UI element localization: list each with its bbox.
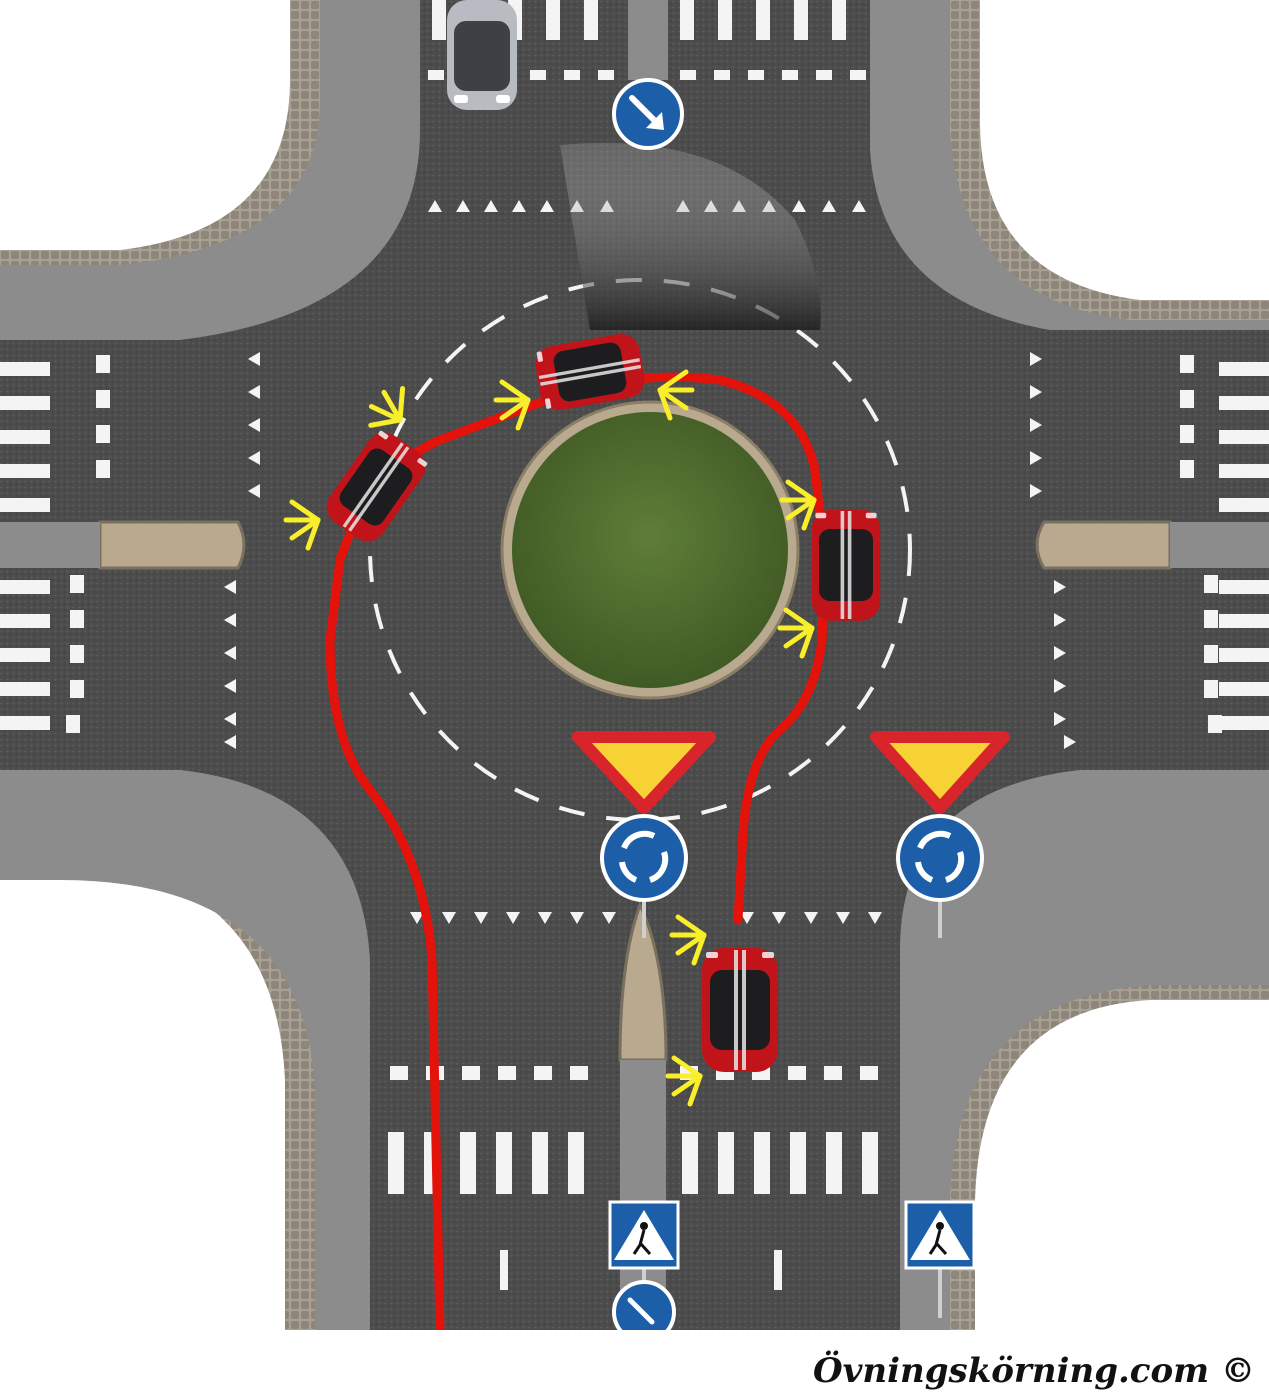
roundabout-sign-left	[600, 814, 688, 938]
keep-right-sign-north	[612, 78, 684, 150]
pedestrian-crossing-sign-left	[608, 1200, 680, 1280]
zebra-crossings	[0, 0, 1269, 1194]
yield-sign-left	[572, 731, 716, 814]
blind-spot-zone	[560, 142, 821, 330]
keep-right-arrow-icon	[627, 1297, 655, 1325]
car-oncoming	[447, 0, 517, 110]
pedestrian-crossing-icon	[614, 1210, 674, 1260]
central-island	[500, 400, 800, 700]
car-entering	[702, 948, 778, 1072]
roundabout-arrows-icon	[619, 830, 669, 883]
yield-triangle-icon	[870, 731, 1010, 814]
site-watermark: Övningskörning.com ©	[813, 1351, 1255, 1391]
yield-sign-right	[870, 731, 1010, 814]
yield-triangle-icon	[572, 731, 716, 814]
pedestrian-crossing-sign-right	[904, 1200, 976, 1318]
car-east	[811, 509, 881, 621]
pedestrian-crossing-icon	[910, 1210, 970, 1260]
zebra-south	[388, 1132, 878, 1194]
zebra-west	[0, 362, 50, 730]
dashed-lines	[66, 70, 1222, 1290]
zebra-east	[1219, 362, 1269, 730]
roundabout-arrows-icon	[915, 830, 965, 883]
roundabout-sign-right	[896, 814, 984, 938]
keep-right-arrow-icon	[629, 95, 664, 130]
